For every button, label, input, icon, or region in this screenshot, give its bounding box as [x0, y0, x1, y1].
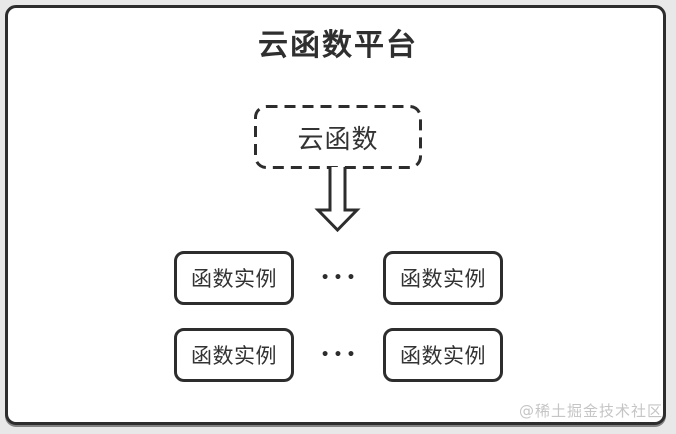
ellipsis-separator: ••• — [320, 270, 360, 286]
function-instance-node: 函数实例 — [174, 328, 294, 382]
ellipsis-separator: ••• — [320, 347, 360, 363]
cloud-function-label: 云函数 — [297, 124, 379, 155]
watermark: @稀土掘金技术社区 — [518, 402, 663, 420]
function-instance-node: 函数实例 — [383, 328, 503, 382]
function-instance-node: 函数实例 — [174, 251, 294, 305]
arrow-down-icon — [314, 167, 361, 233]
function-instance-node: 函数实例 — [383, 251, 503, 305]
dashed-border-shape — [254, 105, 422, 169]
cloud-function-node: 云函数 — [254, 105, 422, 169]
diagram-title: 云函数平台 — [258, 28, 418, 63]
